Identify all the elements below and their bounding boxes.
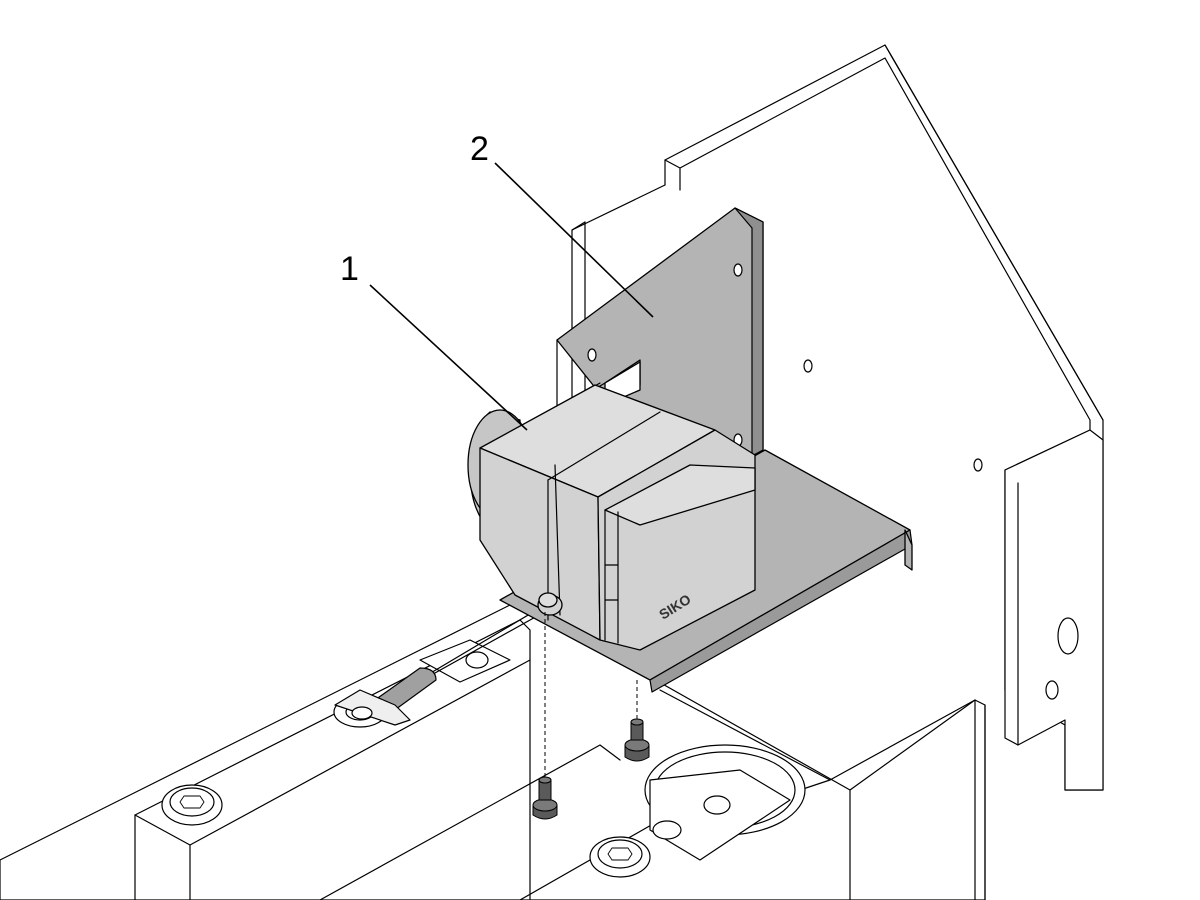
- rail-assembly: [0, 599, 986, 900]
- fasteners: [532, 612, 650, 820]
- housing-frame: [571, 44, 1104, 791]
- callout-1-label: 1: [340, 250, 359, 288]
- callout-2-label: 2: [470, 130, 489, 168]
- callout-1: 1: [340, 250, 528, 431]
- callout-2: 2: [470, 130, 654, 318]
- sensor-unit: SIKO: [467, 384, 756, 651]
- screw-left: [532, 776, 558, 820]
- screw-right: [624, 718, 650, 762]
- cable-eyelet: [333, 604, 549, 728]
